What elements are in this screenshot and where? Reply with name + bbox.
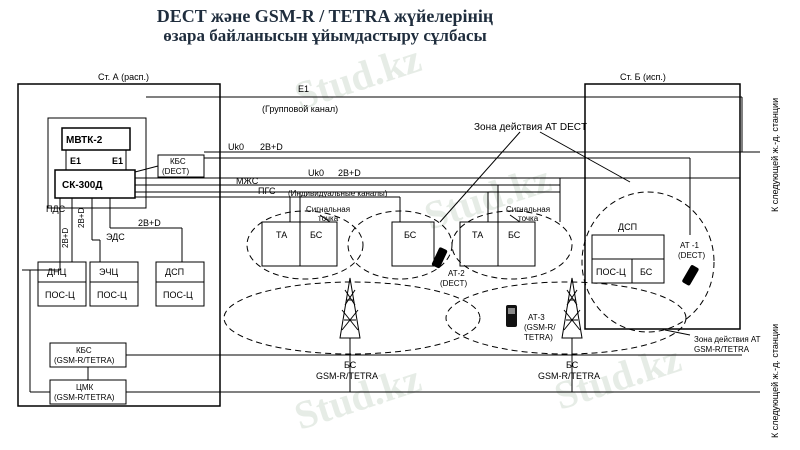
title-line-1: DECT және GSM-R / TETRA жүйелерінің (156, 6, 494, 26)
kbs-dect-label-2: (DECT) (162, 167, 189, 176)
signal-point-2-line-1: Сигнальная (506, 205, 550, 214)
dnc-box (37, 261, 87, 307)
kbs-link (134, 165, 159, 173)
sk-block (54, 169, 136, 199)
bs-1-label: БС (310, 230, 323, 240)
signal-point-1-line-1: Сигнальная (306, 205, 350, 214)
dnc-pos-label: ПОС-Ц (45, 290, 75, 300)
b2d-v2-label: 2В+D (77, 208, 86, 228)
uk0-a-label: Uk0 (228, 142, 244, 152)
bs-gsm-1-label-2: GSM-R/TETRA (316, 371, 378, 381)
gsm-tower-1-icon (339, 277, 361, 339)
gsm-zone-pointer (664, 329, 691, 336)
b2d-v1-label: 2В+D (61, 228, 70, 248)
dsp-a-label: ДСП (165, 267, 184, 277)
zone-gsm-1 (223, 281, 481, 355)
b2d-a-label: 2В+D (260, 142, 283, 152)
b2d-h-label: 2В+D (138, 218, 161, 228)
dsp-b-label: ДСП (618, 222, 637, 232)
ta-2-label: ТА (472, 230, 483, 240)
e1-top-label: E1 (298, 84, 309, 94)
pos-b-label: ПОС-Ц (596, 267, 626, 277)
cmk-label-2: (GSM-R/TETRA) (54, 393, 115, 402)
zone-pointer-2 (539, 131, 631, 183)
ech-pos-label: ПОС-Ц (97, 290, 127, 300)
pgs-label: ПГС (258, 186, 276, 196)
at1-label-2: (DECT) (678, 251, 705, 260)
at3-label-3: TETRA) (524, 333, 553, 342)
mvtk-label: МВТК-2 (66, 135, 103, 146)
e1-left-label: E1 (70, 156, 81, 166)
next-station-top-label: К следующей ж.-д. станции (770, 98, 780, 212)
coverage-zones (223, 191, 715, 355)
pds-label: ПДС (46, 204, 66, 214)
zone-dect-4 (581, 191, 715, 333)
bs-mid-box (391, 221, 435, 267)
at2-label-1: АТ-2 (448, 269, 465, 278)
group-channel-label: (Групповой канал) (262, 104, 338, 114)
kbs-gsm-label-1: КБС (76, 346, 92, 355)
title-line-2: өзара байланысын ұйымдастыру сұлбасы (163, 26, 487, 45)
bs-gsm-2-label-1: БС (566, 360, 579, 370)
station-b-frame (584, 83, 741, 330)
zone-gsm-2 (445, 281, 687, 355)
watermark-text-3: Stud.kz (289, 356, 427, 439)
dsp-a-box (155, 261, 205, 307)
dnc-label: ДНЦ (47, 267, 67, 277)
next-station-bottom-label: К следующей ж.-д. станции (770, 324, 780, 438)
at1-handset-icon (682, 265, 699, 286)
station-a-frame (17, 83, 221, 407)
exchange-frame (47, 117, 147, 209)
zone-gsm-label-2: GSM-R/TETRA (694, 345, 750, 354)
eds-label: ЭДС (106, 232, 125, 242)
ech-label: ЭЧЦ (99, 267, 118, 277)
at1-label-1: АТ -1 (680, 241, 699, 250)
signal-point-2-line-2: точка (518, 214, 539, 223)
sk-label: СК-300Д (62, 180, 102, 191)
bs-b-label: БС (640, 267, 653, 277)
at2-handset-icon (431, 247, 448, 269)
station-a-label: Ст. А (расп.) (98, 72, 149, 82)
bs-gsm-1-label-1: БС (344, 360, 357, 370)
bs-gsm-2-label-2: GSM-R/TETRA (538, 371, 600, 381)
bs-mid-label: БС (404, 230, 417, 240)
zone-gsm-label-1: Зона действия АТ (694, 335, 761, 344)
uk0-b-label: Uk0 (308, 168, 324, 178)
zone-pointer-1 (439, 131, 521, 223)
bs-2-label: БС (508, 230, 521, 240)
b2d-b-label: 2В+D (338, 168, 361, 178)
zone-dect-1 (246, 210, 364, 280)
e1-right-label: E1 (112, 156, 123, 166)
zone-dect-3 (451, 210, 573, 280)
ta-1-label: ТА (276, 230, 287, 240)
signal-pointer-2 (509, 214, 521, 223)
signal-point-1-line-2: точка (318, 214, 339, 223)
cmk-label-1: ЦМК (76, 383, 94, 392)
kbs-gsm-label-2: (GSM-R/TETRA) (54, 356, 115, 365)
dsp-a-pos-label: ПОС-Ц (163, 290, 193, 300)
mvtk-block (61, 127, 131, 151)
at3-label-2: (GSM-R/ (524, 323, 556, 332)
at2-label-2: (DECT) (440, 279, 467, 288)
station-b-label: Ст. Б (исп.) (620, 72, 666, 82)
ech-box (89, 261, 139, 307)
indiv-channels-label: (Индивидуальные каналы) (288, 189, 388, 198)
signal-pointer-1 (319, 214, 331, 223)
mzhs-label: МЖС (236, 176, 259, 186)
gsm-tower-2-icon (561, 277, 583, 339)
at3-handset-icon (506, 305, 517, 327)
at3-label-1: АТ-3 (528, 313, 545, 322)
zone-dect-label: Зона действия АТ DECT (474, 122, 587, 133)
kbs-dect-label-1: КБС (170, 157, 186, 166)
